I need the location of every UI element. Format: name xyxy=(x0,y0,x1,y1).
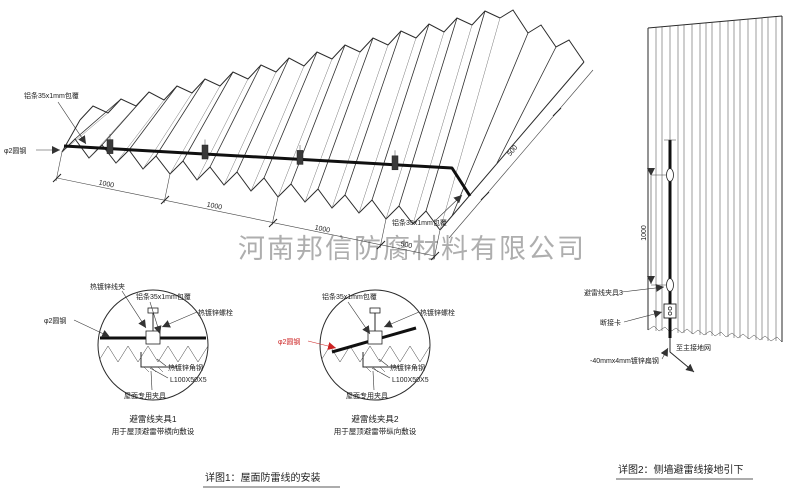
detail-circle-1: 热镀锌线夹 铝条35x1mm包覆 热镀锌螺栓 φ2圆钢 热镀锌角钢 L100X5… xyxy=(44,282,233,436)
label-d1-aluminum-strip: 铝条35x1mm包覆 xyxy=(136,292,191,301)
leader-aluminum-strip-top xyxy=(57,101,87,145)
label-d1-roof-clamp: 屋面专用夹具 xyxy=(124,391,166,400)
roof-right-edge xyxy=(439,61,585,231)
roof-back-edge xyxy=(79,10,501,121)
detail-2-title: 避雷线夹具2 xyxy=(351,414,399,424)
roof-corner-edge xyxy=(499,9,585,63)
label-aluminum-strip-top: 铝条35x1mm包覆 xyxy=(24,91,79,100)
caption-detail-2: 详图2：侧墙避雷线接地引下 xyxy=(618,463,744,476)
label-d2-aluminum-strip: 铝条35x1mm包覆 xyxy=(322,292,377,301)
label-d2-bolt: 热镀锌螺栓 xyxy=(420,308,455,317)
dim-1000-1: 1000 xyxy=(98,180,115,190)
detail-1-angle-steel xyxy=(140,352,177,368)
detail-2-subtitle: 用于屋顶避雷带纵向敷设 xyxy=(334,426,417,436)
detail-circle-2: 铝条35x1mm包覆 热镀锌螺栓 φ2圆钢 热镀锌角钢 L100X50X5 屋面… xyxy=(278,289,455,436)
wall-drawing: 1000 避雷线夹具3 断接卡 至主接地网 -40mmx4mm镀锌扁钢 xyxy=(584,15,783,373)
roof-isometric-drawing: 铝条35x1mm包覆 φ2圆钢 铝条35x1mm包覆 1000 1000 100… xyxy=(4,9,594,261)
label-d2-round-steel: φ2圆钢 xyxy=(278,337,300,346)
label-flat-steel: -40mmx4mm镀锌扁钢 xyxy=(590,356,659,365)
detail-2-roof-profile xyxy=(320,345,430,363)
label-wall-clamp3: 避雷线夹具3 xyxy=(584,288,623,297)
company-watermark: 河南邦信防腐材料有限公司 xyxy=(238,234,586,264)
dim-wall-1000: 1000 xyxy=(641,225,648,241)
label-d2-angle-steel: 热镀锌角钢 xyxy=(390,363,425,372)
roof-front-edge xyxy=(61,138,441,231)
label-d1-round-steel: φ2圆钢 xyxy=(44,316,66,325)
detail-1-roof-profile xyxy=(98,345,208,363)
label-disconnect: 断接卡 xyxy=(600,318,621,327)
detail-2-nut xyxy=(369,307,381,314)
label-d2-angle-size: L100X50X5 xyxy=(392,377,429,384)
wall-clamp-lower xyxy=(666,278,674,292)
label-d1-angle-steel: 热镀锌角钢 xyxy=(168,363,203,372)
label-d1-wire-clip: 热镀锌线夹 xyxy=(90,282,125,291)
label-to-ground: 至主接地网 xyxy=(676,343,711,352)
wall-clamp-upper xyxy=(666,168,674,182)
wire-clamp xyxy=(201,139,209,160)
wire-clamp xyxy=(106,134,114,154)
label-aluminum-strip-right: 铝条35x1mm包覆 xyxy=(392,218,447,227)
captions: 详图1：屋面防雷线的安装 详图2：侧墙避雷线接地引下 xyxy=(203,463,753,488)
roof-dimension-chain: 1000 1000 1000 500 xyxy=(52,151,441,261)
roof-ridge-lines xyxy=(74,10,557,217)
detail-1-clamp-body xyxy=(145,330,161,345)
label-d2-roof-clamp: 屋面专用夹具 xyxy=(346,391,388,400)
wire-clamp xyxy=(391,150,399,171)
caption-detail-1: 详图1：屋面防雷线的安装 xyxy=(205,471,321,484)
label-d1-bolt: 热镀锌螺栓 xyxy=(198,308,233,317)
detail-1-title: 避雷线夹具1 xyxy=(129,414,177,424)
dim-500-1: 500 xyxy=(400,241,413,250)
detail-1-subtitle: 用于屋顶避雷带横向敷设 xyxy=(112,426,195,436)
wire-clamps xyxy=(106,134,399,171)
label-round-steel-main: φ2圆钢 xyxy=(4,146,26,155)
disconnect-card xyxy=(663,303,677,319)
roof-slope-dimension: 500 xyxy=(448,69,594,239)
dim-1000-2: 1000 xyxy=(206,202,223,212)
roof-valley-lines xyxy=(61,17,501,231)
detail-2-clamp-body xyxy=(367,330,383,345)
dim-1000-3: 1000 xyxy=(314,225,331,235)
detail-2-angle-steel xyxy=(362,352,399,368)
detail-2-circle xyxy=(319,289,431,401)
label-d1-angle-size: L100X50X5 xyxy=(170,377,207,384)
lightning-wire xyxy=(63,144,472,197)
to-ground-arrow xyxy=(669,338,695,373)
wall-corrugation-lines xyxy=(655,17,777,341)
wire-clamp xyxy=(296,145,304,165)
leader-aluminum-strip-right xyxy=(435,194,463,221)
detail-1-circle xyxy=(97,289,209,401)
detail-1-nut xyxy=(147,307,159,314)
dim-500-slope: 500 xyxy=(506,144,519,158)
